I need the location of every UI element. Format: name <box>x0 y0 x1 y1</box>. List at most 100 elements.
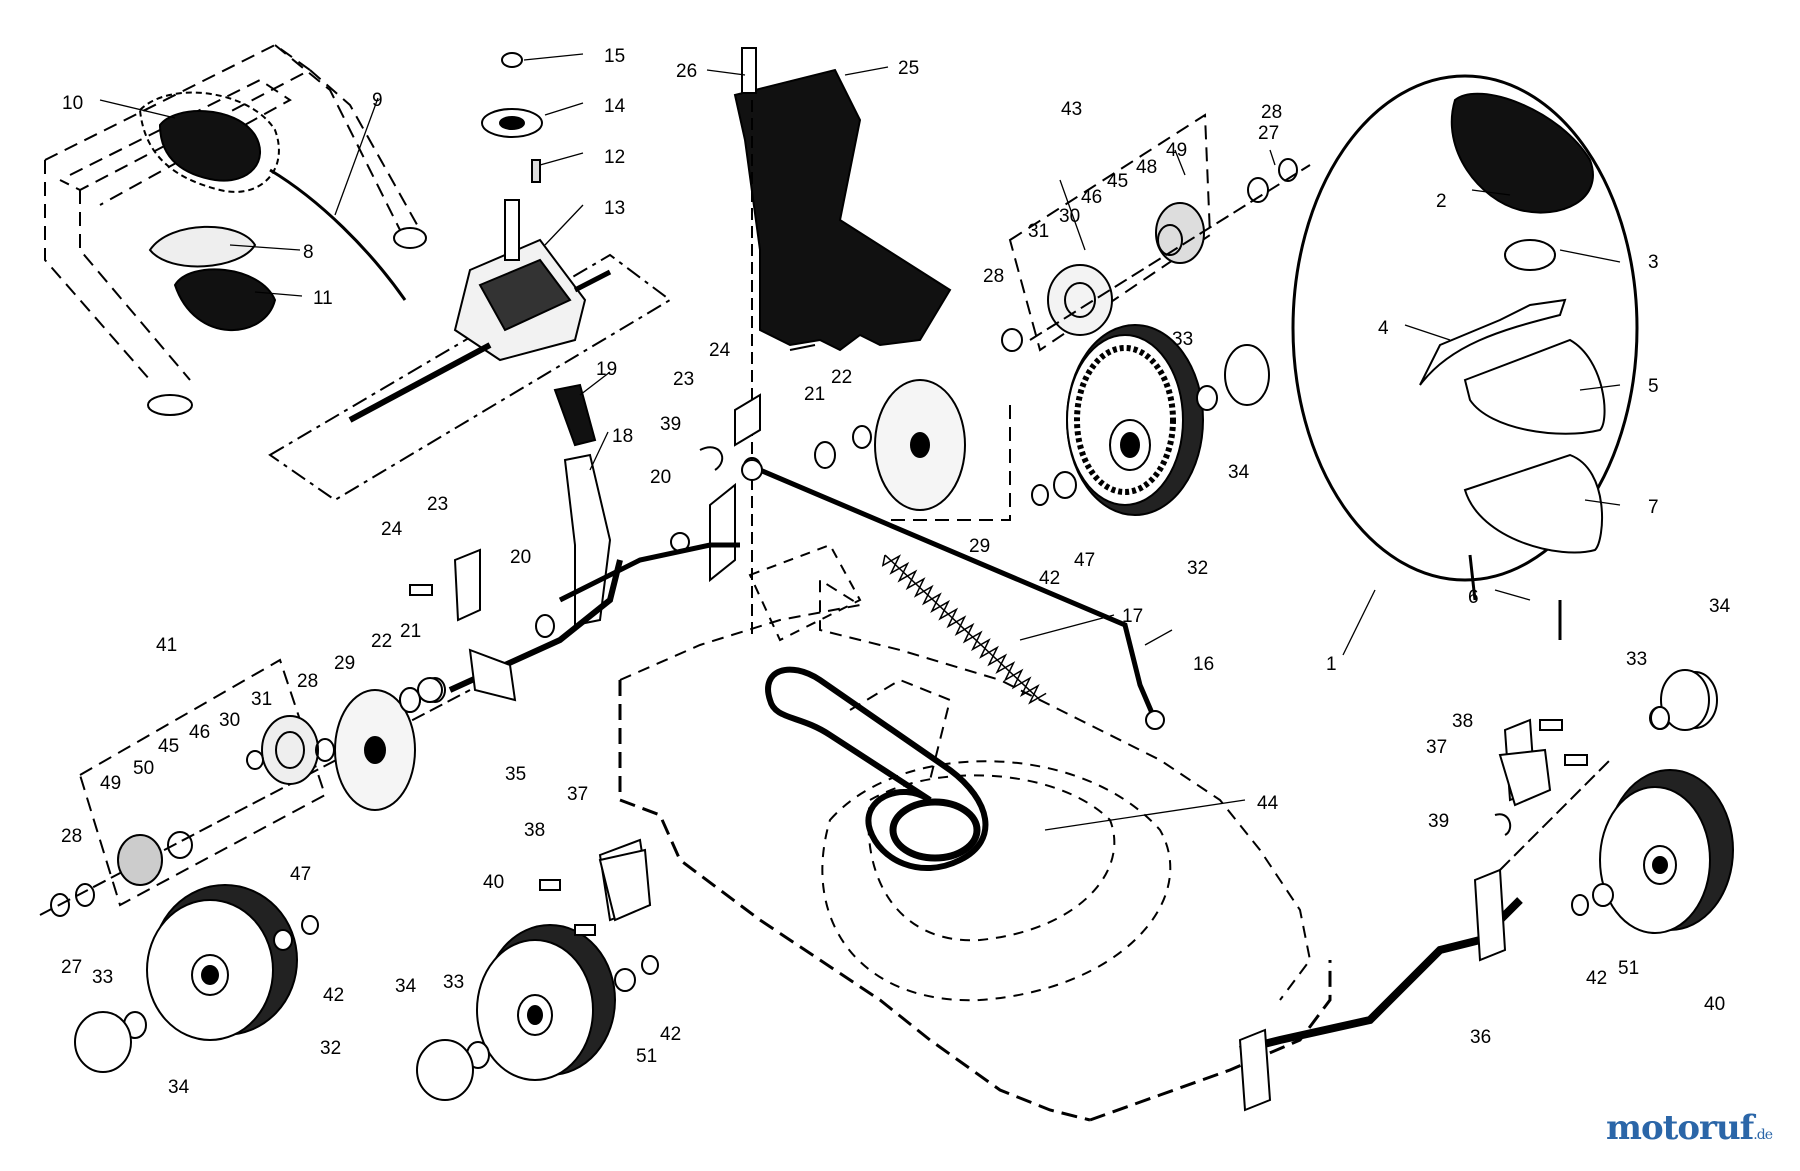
callout-41: 41 <box>156 635 177 656</box>
callout-20-top: 20 <box>650 467 671 488</box>
callout-50: 50 <box>133 758 154 779</box>
callout-25: 25 <box>898 58 919 79</box>
rear-wheel-hub-assembly <box>1008 113 1311 352</box>
callout-28-mid: 28 <box>983 266 1004 287</box>
height-adjuster-middle <box>539 848 652 936</box>
spring-coil <box>881 554 1047 705</box>
callout-47-top: 47 <box>1074 550 1095 571</box>
spring-17 <box>881 554 1047 705</box>
callout-12: 12 <box>604 147 625 168</box>
handle-assembly <box>44 43 427 416</box>
callout-14: 14 <box>604 96 626 117</box>
callout-37-mid: 37 <box>567 784 588 805</box>
callout-33-left: 33 <box>92 967 113 988</box>
callout-51-right: 51 <box>1618 958 1639 979</box>
wheel-adapter-29-top <box>814 379 1011 521</box>
callout-32-top: 32 <box>1187 558 1208 579</box>
callout-49-left: 49 <box>100 773 121 794</box>
callout-7: 7 <box>1648 497 1659 518</box>
callout-3: 3 <box>1648 252 1659 273</box>
callout-13: 13 <box>604 198 625 219</box>
callout-24-left: 24 <box>381 519 403 540</box>
callout-23-left: 23 <box>427 494 448 515</box>
callout-9: 9 <box>372 90 383 111</box>
callout-19: 19 <box>596 359 617 380</box>
transmission-assembly <box>268 52 672 502</box>
callout-38-right: 38 <box>1452 711 1473 732</box>
mulch-plug-inset <box>1291 74 1639 640</box>
leader-lines <box>99 53 1621 831</box>
callout-10: 10 <box>62 93 83 114</box>
callout-42-top: 42 <box>1039 568 1060 589</box>
callout-43: 43 <box>1061 99 1082 120</box>
callout-28-far-left: 28 <box>61 826 82 847</box>
callout-45-top: 45 <box>1107 171 1128 192</box>
watermark-logo: motoruf.de <box>1606 1108 1773 1148</box>
callout-labels: 1 2 3 4 5 6 7 8 9 10 11 12 13 14 15 16 1… <box>61 46 1731 1098</box>
wheel-32-bottom <box>74 884 319 1073</box>
watermark-tld: .de <box>1753 1127 1773 1143</box>
front-axle-36 <box>1238 718 1611 1112</box>
callout-46-left: 46 <box>189 722 210 743</box>
callout-5: 5 <box>1648 376 1659 397</box>
callout-42-right: 42 <box>1586 968 1607 989</box>
height-adjuster-top <box>670 344 816 583</box>
callout-28-left: 28 <box>297 671 318 692</box>
callout-47-left: 47 <box>290 864 311 885</box>
callout-6: 6 <box>1468 587 1479 608</box>
hubcap-34-top <box>1001 328 1270 506</box>
callout-38-mid: 38 <box>524 820 545 841</box>
callout-48: 48 <box>1136 157 1157 178</box>
callout-17: 17 <box>1122 606 1143 627</box>
callout-49-top: 49 <box>1166 140 1187 161</box>
callout-30-top: 30 <box>1059 206 1080 227</box>
callout-22-top: 22 <box>831 367 852 388</box>
callout-33-right: 33 <box>1626 649 1647 670</box>
callout-31-left: 31 <box>251 689 272 710</box>
callout-34-mid: 34 <box>395 976 417 997</box>
callout-42-left: 42 <box>323 985 344 1006</box>
callout-16: 16 <box>1193 654 1214 675</box>
callout-2: 2 <box>1436 191 1447 212</box>
callout-15: 15 <box>604 46 625 67</box>
callout-35: 35 <box>505 764 526 785</box>
callout-39-top: 39 <box>660 414 681 435</box>
hubcap-34-right <box>1650 669 1710 731</box>
callout-29-left: 29 <box>334 653 355 674</box>
rear-wheel-32-top <box>1066 324 1204 516</box>
callout-28-top: 28 <box>1261 102 1282 123</box>
callout-11: 11 <box>313 288 333 309</box>
callout-51-mid: 51 <box>636 1046 657 1067</box>
callout-26: 26 <box>676 61 697 82</box>
callout-8: 8 <box>303 242 314 263</box>
callout-1: 1 <box>1326 654 1337 675</box>
callout-36: 36 <box>1470 1027 1491 1048</box>
mower-deck <box>618 543 1332 1122</box>
callout-33-mid: 33 <box>443 972 464 993</box>
rod-16 <box>741 459 1165 730</box>
callout-23-top: 23 <box>673 369 694 390</box>
callout-31-top: 31 <box>1028 221 1049 242</box>
front-left-hub-assembly <box>39 648 517 917</box>
callout-20-left: 20 <box>510 547 531 568</box>
callout-34-top: 34 <box>1228 462 1250 483</box>
height-adjuster-left <box>399 548 555 713</box>
callout-18: 18 <box>612 426 633 447</box>
callout-34-right: 34 <box>1709 596 1731 617</box>
callout-37-right: 37 <box>1426 737 1447 758</box>
callout-40-mid: 40 <box>483 872 504 893</box>
callout-30-left: 30 <box>219 710 240 731</box>
callout-42-mid: 42 <box>660 1024 681 1045</box>
callout-33-top: 33 <box>1172 329 1193 350</box>
discharge-chute <box>733 47 952 640</box>
callout-21-left: 21 <box>400 621 421 642</box>
height-lever <box>448 383 740 693</box>
callout-27-top: 27 <box>1258 123 1279 144</box>
callout-27-left: 27 <box>61 957 82 978</box>
callout-21-top: 21 <box>804 384 825 405</box>
callout-24-top: 24 <box>709 340 731 361</box>
callout-32-bottom: 32 <box>320 1038 341 1059</box>
callout-4: 4 <box>1378 318 1389 339</box>
callout-34-left: 34 <box>168 1077 190 1098</box>
